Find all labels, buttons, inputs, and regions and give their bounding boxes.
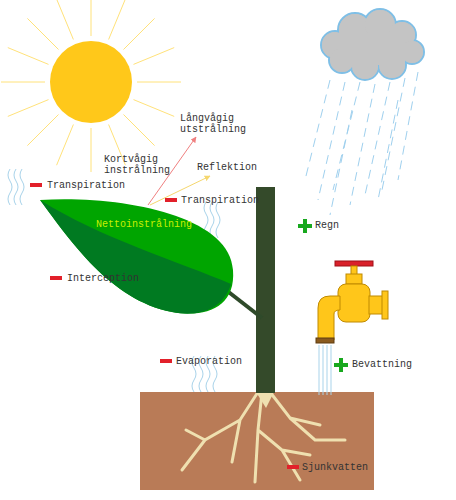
tap-neck <box>346 274 362 284</box>
minus-sign <box>287 465 299 469</box>
flow-label: Regn <box>315 220 375 231</box>
minus-sign <box>30 183 42 187</box>
flow-label: Långvågig utstrålning <box>180 113 252 135</box>
sun-rays <box>1 0 181 172</box>
plus-sign <box>334 358 348 372</box>
minus-signs <box>30 183 299 469</box>
tap-water <box>319 345 331 395</box>
minus-sign <box>165 198 177 202</box>
flow-label: Transpiration <box>47 180 147 191</box>
minus-sign <box>50 276 62 280</box>
tap-spout <box>318 296 340 340</box>
flow-label: Interception <box>67 273 167 284</box>
leaf <box>40 199 233 313</box>
plus-sign <box>298 219 312 233</box>
flow-label: Kortvågig instrålning <box>104 154 176 176</box>
flow-label: Reflektion <box>197 162 287 173</box>
flow-label: Evaporation <box>176 356 276 367</box>
soil <box>140 392 374 490</box>
flow-label: Sjunkvatten <box>302 462 402 473</box>
flow-label: Transpiration <box>181 195 281 206</box>
trunk <box>256 187 275 393</box>
sun <box>50 41 132 123</box>
flow-label: Bevattning <box>352 359 452 370</box>
cloud <box>321 9 424 80</box>
cloud-fill <box>322 10 423 79</box>
tap-outlet <box>316 338 334 343</box>
tap-flange <box>382 291 388 319</box>
water-tap <box>316 261 388 343</box>
leaf-shade <box>40 200 231 314</box>
plus-signs <box>298 219 348 372</box>
leaf-stalk <box>226 290 262 318</box>
tap-body <box>338 284 370 322</box>
rain <box>305 72 418 215</box>
root-base <box>256 392 274 408</box>
minus-sign <box>160 359 172 363</box>
tap-handle <box>335 261 373 266</box>
flow-label: Nettoinstrålning <box>96 219 206 230</box>
cloud-core <box>340 35 405 65</box>
tap-pipe <box>369 296 383 314</box>
